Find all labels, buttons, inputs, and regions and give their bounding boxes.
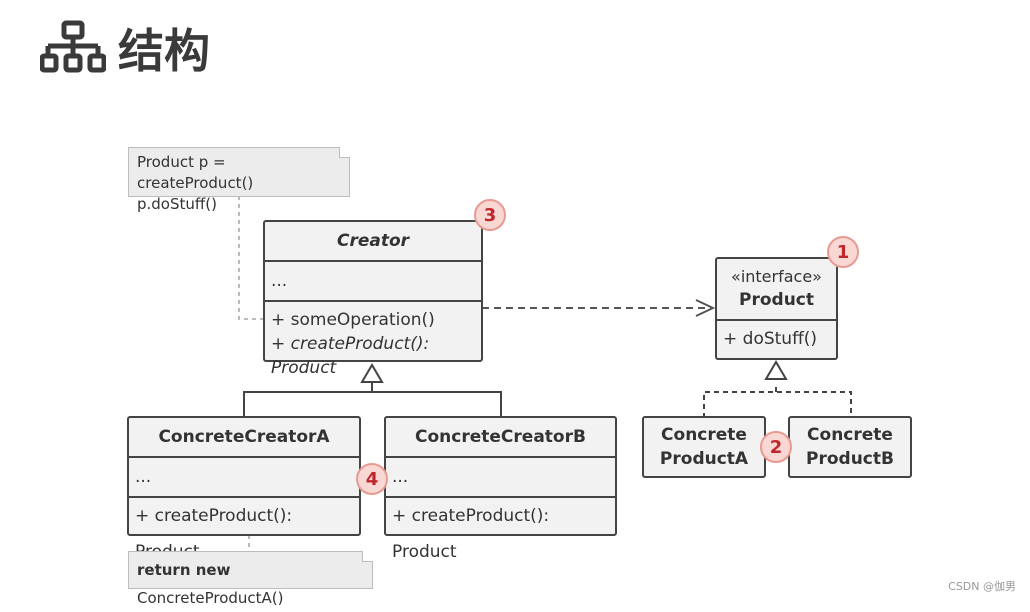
badge-1: 1 — [827, 236, 859, 268]
class-fields: ... — [265, 262, 481, 302]
class-fields: ... — [386, 458, 615, 498]
note-fold — [339, 147, 350, 158]
note-keyword: return new — [137, 561, 231, 579]
interface-name: Product — [739, 290, 814, 310]
structure-icon — [40, 20, 106, 73]
concrete-creator-a-note: return new ConcreteProductA() — [128, 551, 373, 607]
creator-inheritance-line — [243, 383, 502, 418]
product-realization-triangle — [764, 360, 788, 380]
method: + someOperation() — [271, 310, 435, 330]
dependency-arrowhead — [695, 299, 716, 317]
interface-stereotype: «interface» — [731, 267, 822, 286]
class-name-line: ProductA — [659, 449, 749, 469]
page-title: 结构 — [118, 24, 210, 78]
note-line: Product p = createProduct() — [137, 153, 254, 192]
creator-note: Product p = createProduct() p.doStuff() — [128, 147, 350, 213]
class-name-line: ProductB — [806, 449, 894, 469]
concrete-creator-b-class: ConcreteCreatorB ... + createProduct(): … — [384, 416, 617, 562]
badge-3: 3 — [474, 199, 506, 231]
note-text: ConcreteProductA() — [137, 589, 284, 607]
note-fold — [362, 551, 373, 562]
class-name: Creator — [265, 222, 481, 262]
creator-class: Creator ... + someOperation() + createPr… — [263, 220, 483, 378]
class-methods: + someOperation() + createProduct(): Pro… — [265, 302, 481, 380]
concrete-product-b-class: Concrete ProductB — [788, 416, 912, 478]
note-line: p.doStuff() — [137, 195, 217, 213]
method: + doStuff() — [723, 329, 818, 349]
concrete-creator-a-class: ConcreteCreatorA ... + createProduct(): … — [127, 416, 361, 562]
method: + createProduct(): Product — [271, 334, 430, 378]
badge-2: 2 — [760, 431, 792, 463]
concrete-product-a-class: Concrete ProductA — [642, 416, 766, 478]
class-name: ConcreteCreatorA — [129, 418, 359, 458]
note-connector — [238, 196, 264, 320]
product-interface: «interface» Product + doStuff() — [715, 257, 838, 360]
class-name-line: Concrete — [807, 425, 893, 445]
class-fields: ... — [129, 458, 359, 498]
product-realization-line — [703, 383, 852, 418]
method: + createProduct(): Product — [392, 506, 550, 562]
badge-4: 4 — [356, 463, 388, 495]
class-name-line: Concrete — [661, 425, 747, 445]
creator-inheritance-triangle — [360, 363, 384, 383]
page-title-group: 结构 — [40, 18, 210, 78]
watermark: CSDN @伽男 — [948, 580, 1016, 593]
interface-header: «interface» Product — [717, 259, 836, 321]
class-name: ConcreteCreatorB — [386, 418, 615, 458]
